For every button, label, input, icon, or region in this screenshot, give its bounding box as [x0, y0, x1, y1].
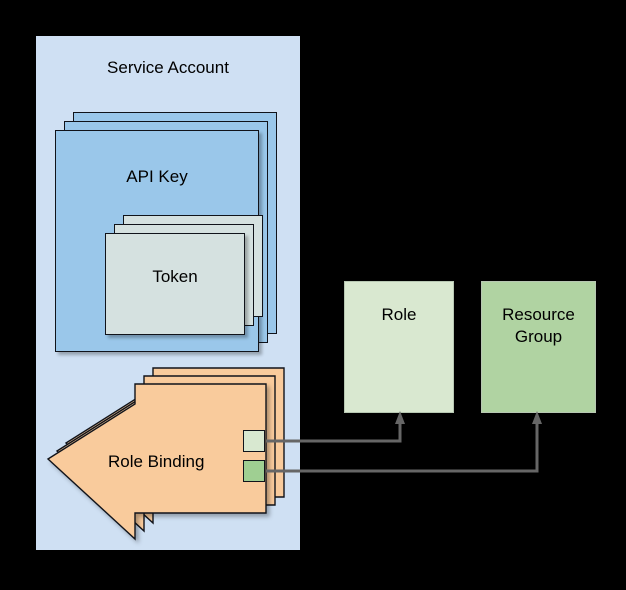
role-binding-resource-group-port[interactable]	[243, 460, 265, 482]
resource-group-box[interactable]: Resource Group	[481, 281, 596, 413]
role-label: Role	[381, 305, 417, 324]
resource-group-label: Resource Group	[482, 304, 595, 348]
api-key-label: API Key	[126, 167, 188, 186]
token-label: Token	[152, 267, 198, 286]
role-binding-role-port[interactable]	[243, 430, 265, 452]
role-box[interactable]: Role	[344, 281, 454, 413]
resource-group-label-line-2: Group	[514, 327, 563, 346]
role-binding-stack[interactable]: Role Binding	[46, 367, 285, 541]
role-binding-label: Role Binding	[108, 452, 205, 471]
token-stack[interactable]: Token	[105, 215, 263, 335]
resource-group-label-line-1: Resource	[502, 305, 575, 324]
role-binding-shape-front[interactable]	[46, 383, 267, 541]
service-account-label: Service Account	[107, 58, 229, 77]
connector-role-binding-to-resource-group	[266, 411, 542, 473]
token-card-front[interactable]: Token	[105, 233, 245, 335]
